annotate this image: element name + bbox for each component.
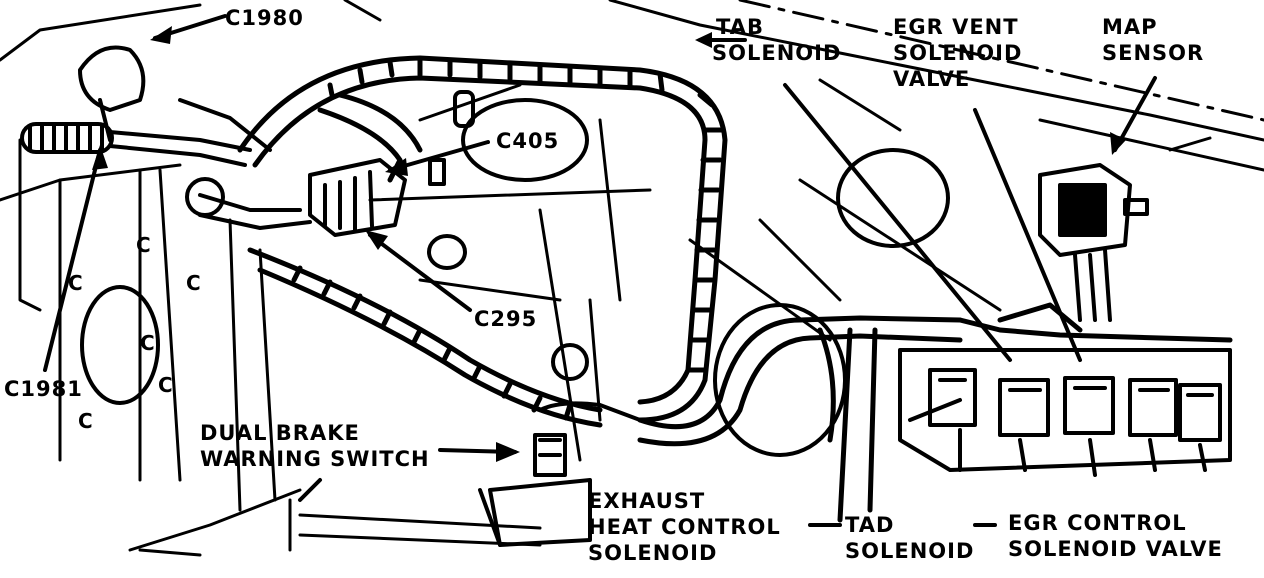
c295-connector (198, 158, 407, 237)
label-exhaust-line2: HEAT CONTROL (588, 515, 781, 539)
label-egr-control-line2: SOLENOID VALVE (1008, 537, 1223, 561)
arrowheads (92, 26, 1126, 462)
label-exhaust-heat-control-solenoid: EXHAUST HEAT CONTROL SOLENOID (588, 488, 781, 566)
label-c405: C405 (496, 129, 560, 153)
label-egr-control-line1: EGR CONTROL (1008, 511, 1187, 535)
clip-mark: C (140, 331, 156, 355)
lower-harness (637, 302, 1233, 523)
label-egr-vent-line3: VALVE (893, 67, 971, 91)
clip-mark: C (136, 233, 152, 257)
clip-mark: C (158, 373, 174, 397)
label-tad-line1: TAD (845, 513, 895, 537)
label-tab-line1: TAB (716, 15, 764, 39)
label-dual-brake-warning-switch: DUAL BRAKE WARNING SWITCH (200, 420, 430, 472)
label-tab-solenoid: TAB SOLENOID (712, 14, 841, 66)
map-sensor-body (1038, 163, 1149, 322)
label-exhaust-line3: SOLENOID (588, 541, 718, 565)
label-c1980: C1980 (225, 6, 304, 30)
left-harness-fitting (20, 45, 272, 167)
label-exhaust-line1: EXHAUST (588, 489, 706, 513)
solenoid-row (898, 348, 1232, 477)
label-map-line1: MAP (1102, 15, 1158, 39)
label-egr-control-solenoid-valve: EGR CONTROL SOLENOID VALVE (1008, 510, 1223, 562)
label-map-line2: SENSOR (1102, 41, 1205, 65)
label-c295: C295 (474, 307, 538, 331)
label-tad-line2: SOLENOID (845, 539, 975, 563)
label-map-sensor: MAP SENSOR (1102, 14, 1204, 66)
main-harness (237, 55, 728, 428)
label-egr-vent-solenoid-valve: EGR VENT SOLENOID VALVE (893, 14, 1022, 92)
clip-mark: C (68, 271, 84, 295)
clip-mark: C (186, 271, 202, 295)
clip-mark: C (78, 409, 94, 433)
label-egr-vent-line1: EGR VENT (893, 15, 1019, 39)
label-c1981: C1981 (4, 377, 83, 401)
label-dual-brake-line1: DUAL BRAKE (200, 421, 360, 445)
label-dual-brake-line2: WARNING SWITCH (200, 447, 430, 471)
label-tab-line2: SOLENOID (712, 41, 842, 65)
exhaust-solenoid-body (478, 401, 642, 547)
label-tad-solenoid: TAD SOLENOID (845, 512, 974, 564)
label-egr-vent-line2: SOLENOID (893, 41, 1023, 65)
